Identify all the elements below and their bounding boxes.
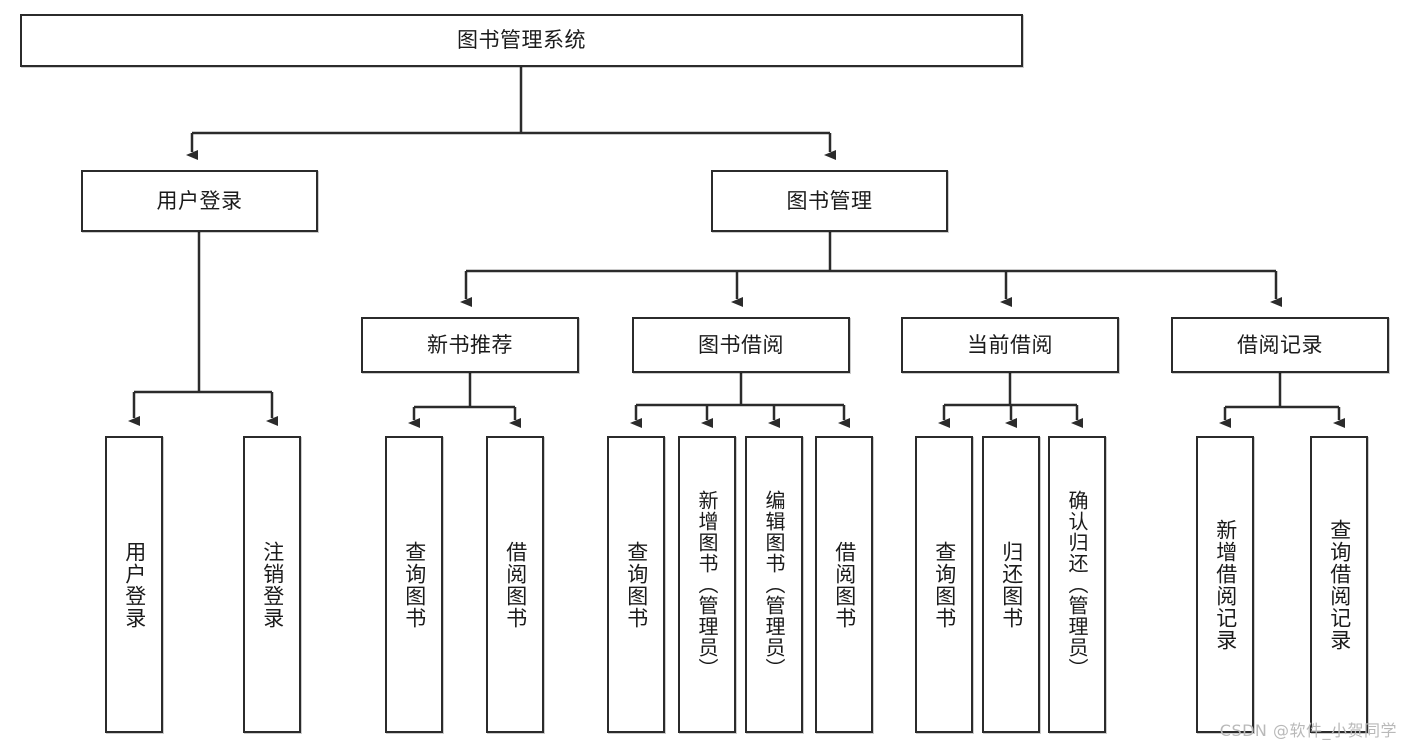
leaf-query-book-borrow-label: 查询图书	[624, 540, 649, 629]
leaf-query-book-recommend-label: 查询图书	[402, 540, 427, 629]
leaf-query-book-current-label: 查询图书	[932, 540, 957, 629]
leaf-confirm-return-admin-label: 确认归还（管理员）	[1065, 490, 1089, 679]
node-book-borrow-label: 图书借阅	[698, 332, 784, 357]
node-root-label: 图书管理系统	[457, 28, 586, 52]
leaf-query-book-recommend[interactable]: 查询图书	[385, 436, 443, 733]
node-book-borrow[interactable]: 图书借阅	[632, 317, 850, 373]
watermark-credit: CSDN @软件_小贺同学	[1219, 721, 1397, 740]
node-book-management[interactable]: 图书管理	[711, 170, 948, 232]
leaf-query-borrow-record-label: 查询借阅记录	[1327, 518, 1352, 651]
node-user-login-label: 用户登录	[156, 188, 243, 213]
leaf-return-book[interactable]: 归还图书	[982, 436, 1040, 733]
leaf-add-borrow-record[interactable]: 新增借阅记录	[1196, 436, 1254, 733]
leaf-borrow-book-recommend[interactable]: 借阅图书	[486, 436, 544, 733]
leaf-edit-book-admin[interactable]: 编辑图书（管理员）	[745, 436, 803, 733]
leaf-add-borrow-record-label: 新增借阅记录	[1213, 518, 1238, 651]
leaf-user-logout[interactable]: 注销登录	[243, 436, 301, 733]
leaf-borrow-book-recommend-label: 借阅图书	[503, 540, 528, 629]
node-new-book-recommend-label: 新书推荐	[427, 332, 513, 357]
leaf-confirm-return-admin[interactable]: 确认归还（管理员）	[1048, 436, 1106, 733]
leaf-add-book-admin-label: 新增图书（管理员）	[695, 490, 719, 679]
node-borrow-record-label: 借阅记录	[1237, 332, 1323, 357]
node-current-borrow[interactable]: 当前借阅	[901, 317, 1119, 373]
leaf-user-logout-label: 注销登录	[260, 540, 285, 629]
node-current-borrow-label: 当前借阅	[967, 332, 1053, 357]
leaf-query-book-current[interactable]: 查询图书	[915, 436, 973, 733]
leaf-edit-book-admin-label: 编辑图书（管理员）	[762, 490, 786, 679]
leaf-borrow-book[interactable]: 借阅图书	[815, 436, 873, 733]
leaf-query-borrow-record[interactable]: 查询借阅记录	[1310, 436, 1368, 733]
leaf-user-login[interactable]: 用户登录	[105, 436, 163, 733]
leaf-user-login-label: 用户登录	[122, 540, 147, 629]
node-book-management-label: 图书管理	[786, 188, 873, 213]
leaf-query-book-borrow[interactable]: 查询图书	[607, 436, 665, 733]
leaf-return-book-label: 归还图书	[999, 540, 1024, 629]
node-root-system[interactable]: 图书管理系统	[20, 14, 1023, 67]
leaf-borrow-book-label: 借阅图书	[832, 540, 857, 629]
leaf-add-book-admin[interactable]: 新增图书（管理员）	[678, 436, 736, 733]
node-borrow-record[interactable]: 借阅记录	[1171, 317, 1389, 373]
node-new-book-recommend[interactable]: 新书推荐	[361, 317, 579, 373]
node-user-login[interactable]: 用户登录	[81, 170, 318, 232]
